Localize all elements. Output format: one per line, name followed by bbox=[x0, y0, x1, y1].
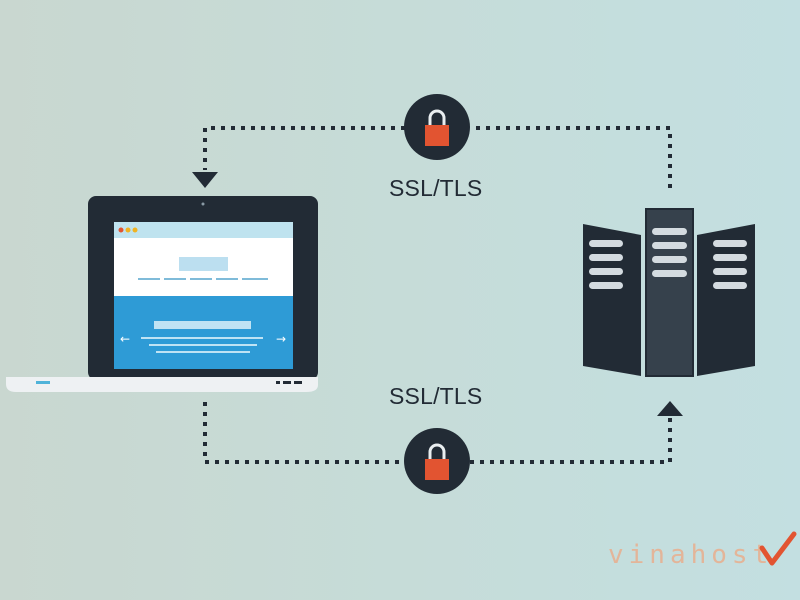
top-protocol-label: SSL/TLS bbox=[389, 175, 483, 201]
padlock-icon bbox=[404, 428, 470, 494]
bottom-protocol-label: SSL/TLS bbox=[389, 383, 483, 409]
svg-text:←: ← bbox=[120, 332, 130, 346]
bottom-connection bbox=[203, 401, 683, 464]
arrow-up-icon bbox=[657, 401, 683, 416]
watermark-logo: vinahost bbox=[608, 540, 774, 570]
top-connection bbox=[192, 126, 672, 188]
server-rack-icon bbox=[583, 208, 755, 377]
laptop-icon: ← → bbox=[6, 196, 318, 392]
arrow-down-icon bbox=[192, 172, 218, 188]
svg-text:→: → bbox=[276, 332, 286, 346]
padlock-icon bbox=[404, 94, 470, 160]
checkmark-icon bbox=[759, 531, 797, 566]
